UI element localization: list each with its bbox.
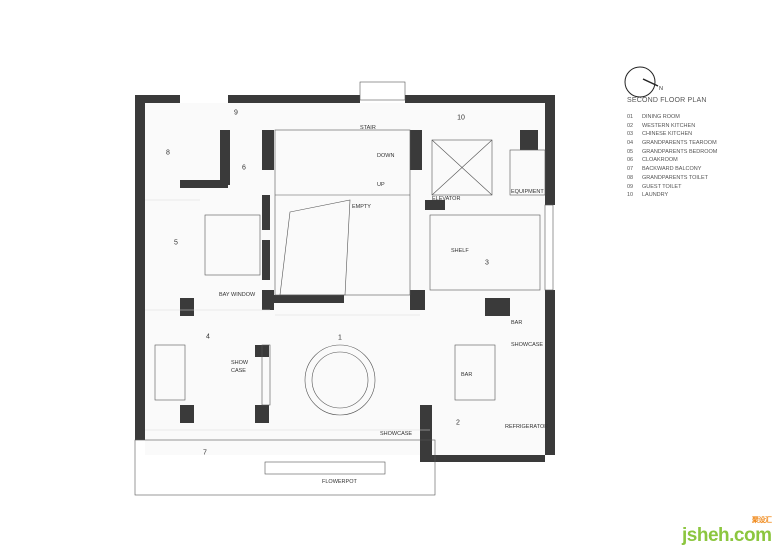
- label-stair: STAIR: [360, 125, 376, 131]
- compass-needle: [642, 78, 659, 87]
- legend-name: GRANDPARENTS BEDROOM: [642, 148, 718, 155]
- legend-item: 06 CLOAKROOM: [627, 157, 717, 166]
- floor-area: [145, 103, 545, 455]
- legend-item: 09 GUEST TOILET: [627, 184, 717, 193]
- legend-name: BACKWARD BALCONY: [642, 166, 702, 173]
- legend-code: 01: [627, 114, 634, 120]
- legend-code: 05: [627, 148, 634, 155]
- label-refrigerator: REFRIGERATOR: [505, 424, 548, 430]
- plan-title: SECOND FLOOR PLAN: [627, 97, 707, 104]
- room-number-8: 8: [166, 150, 170, 157]
- walls: [135, 95, 555, 462]
- label-case: CASE: [231, 368, 246, 374]
- label-shelf: SHELF: [451, 248, 469, 254]
- room-number-4: 4: [206, 334, 210, 341]
- room-number-6: 6: [242, 165, 246, 172]
- watermark-text: jsheh.com: [682, 525, 772, 546]
- legend-item: 02 WESTERN KITCHEN: [627, 123, 717, 132]
- legend-name: WESTERN KITCHEN: [642, 122, 696, 129]
- room-number-9: 9: [234, 110, 238, 117]
- room-number-2: 2: [456, 420, 460, 427]
- label-bar-2: BAR: [461, 372, 472, 378]
- label-equipment: EQUIPMENT: [511, 189, 544, 195]
- room-number-5: 5: [174, 240, 178, 247]
- top-window: [359, 81, 406, 101]
- legend-name: GRANDPARENTS TOILET: [642, 174, 709, 181]
- room-numbers: 1 2 3 4 5 6 7 8 9 10: [166, 110, 489, 457]
- legend-name: DINING ROOM: [642, 114, 680, 120]
- room-number-3: 3: [485, 260, 489, 267]
- room-number-1: 1: [338, 335, 342, 342]
- label-flowerpot: FLOWERPOT: [322, 479, 357, 485]
- north-label: N: [659, 86, 663, 92]
- label-bar-1: BAR: [511, 320, 522, 326]
- floor-hatch: [145, 199, 430, 431]
- legend-code: 02: [627, 122, 634, 129]
- label-up: UP: [377, 182, 385, 188]
- legend: SECOND FLOOR PLAN 01 DINING ROOM 02 WESTERN…: [627, 97, 717, 201]
- legend-item: 01 DINING ROOM: [627, 114, 717, 123]
- room-number-10: 10: [457, 115, 465, 122]
- label-showcase-1: SHOWCASE: [511, 342, 543, 348]
- legend-code: 07: [627, 166, 634, 173]
- legend-code: 09: [627, 183, 634, 190]
- legend-item: 07 BACKWARD BALCONY: [627, 166, 717, 175]
- interior-lines: [134, 129, 554, 496]
- label-showcase-2: SHOWCASE: [380, 431, 412, 437]
- legend-name: CHINESE KITCHEN: [642, 131, 693, 138]
- label-down: DOWN: [377, 153, 394, 159]
- label-bay-window: BAY WINDOW: [219, 292, 256, 298]
- legend-item: 08 GRANDPARENTS TOILET: [627, 175, 717, 184]
- legend-rows: 01 DINING ROOM 02 WESTERN KITCHEN 03 CHINESE …: [627, 114, 717, 201]
- legend-item: 10 LAUNDRY: [627, 192, 717, 201]
- legend-name: GRANDPARENTS TEAROOM: [642, 140, 717, 147]
- legend-item: 04 GRANDPARENTS TEAROOM: [627, 140, 717, 149]
- plan-labels: STAIR DOWN UP EMPTY ELEVATOR EQUIPMENT S…: [219, 125, 548, 485]
- legend-code: 06: [627, 157, 634, 164]
- legend-name: LAUNDRY: [642, 192, 669, 199]
- legend-code: 03: [627, 131, 634, 138]
- label-empty: EMPTY: [352, 204, 371, 210]
- legend-name: GUEST TOILET: [642, 183, 682, 190]
- legend-code: 10: [627, 192, 634, 199]
- compass-icon: [624, 66, 656, 98]
- legend-name: CLOAKROOM: [642, 157, 678, 164]
- label-show: SHOW: [231, 360, 249, 366]
- legend-item: 05 GRANDPARENTS BEDROOM: [627, 149, 717, 158]
- legend-item: 03 CHINESE KITCHEN: [627, 131, 717, 140]
- legend-code: 04: [627, 140, 634, 147]
- label-elevator: ELEVATOR: [432, 196, 460, 202]
- room-number-7: 7: [203, 450, 207, 457]
- watermark-cn: 聚设汇: [751, 517, 772, 524]
- legend-code: 08: [627, 174, 634, 181]
